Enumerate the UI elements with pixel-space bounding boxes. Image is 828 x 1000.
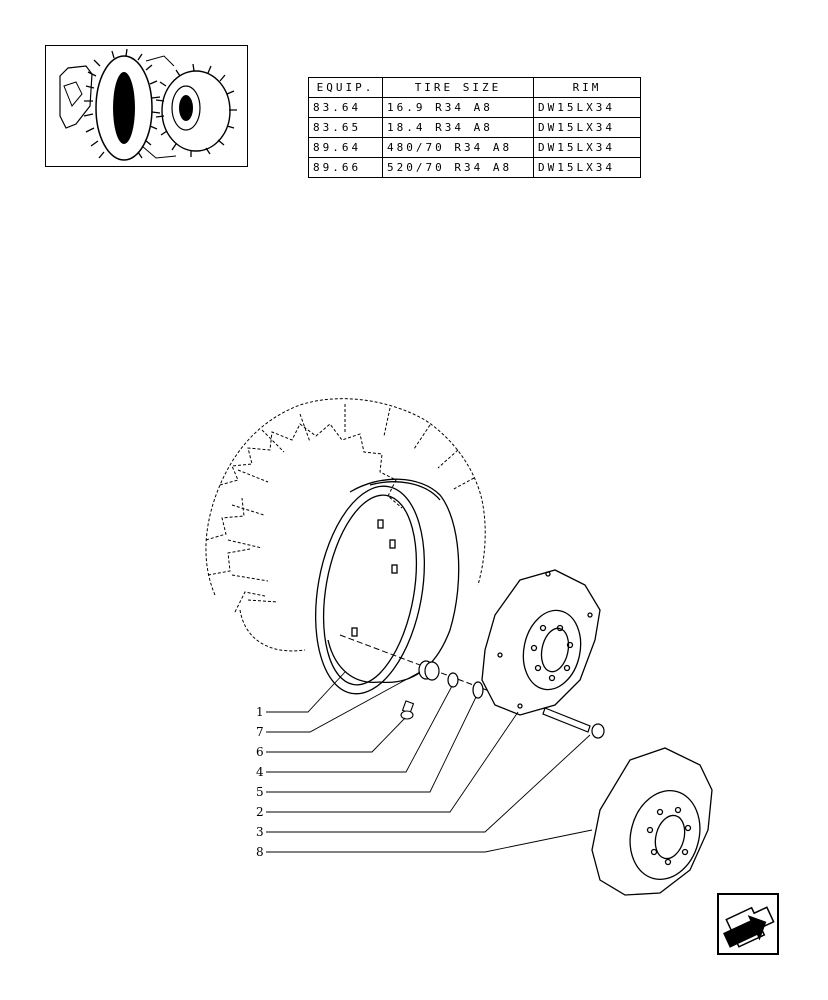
- cell-equip: 89.66: [308, 157, 383, 178]
- cell-tire-size: 18.4 R34 A8: [382, 117, 534, 138]
- cell-tire-size: 480/70 R34 A8: [382, 137, 534, 158]
- callout-2: 2: [256, 805, 264, 819]
- callout-5: 5: [256, 785, 264, 799]
- cell-equip: 83.65: [308, 117, 383, 138]
- valve-stem: [400, 700, 415, 720]
- cell-equip: 83.64: [308, 97, 383, 118]
- callout-4: 4: [256, 765, 264, 779]
- next-page-arrow-icon: [723, 906, 775, 948]
- callout-3: 3: [256, 825, 264, 839]
- table-row: 83.64 16.9 R34 A8 DW15LX34: [308, 97, 641, 118]
- callout-1: 1: [256, 705, 264, 719]
- tractor-rear-wheel-thumbnail: [59, 48, 237, 161]
- next-page-button[interactable]: [717, 893, 779, 955]
- bolt: [542, 707, 605, 739]
- tire-outline: [205, 398, 486, 652]
- table-header-row: EQUIP. TIRE SIZE RIM: [308, 77, 641, 98]
- washer: [447, 672, 459, 688]
- wheel-center-disc: [591, 747, 713, 896]
- wheel-disc: [481, 569, 601, 716]
- lock-washer: [472, 681, 484, 699]
- cell-rim: DW15LX34: [533, 157, 641, 178]
- column-header-tire-size: TIRE SIZE: [382, 77, 534, 98]
- cell-tire-size: 520/70 R34 A8: [382, 157, 534, 178]
- table-row: 89.66 520/70 R34 A8 DW15LX34: [308, 157, 641, 178]
- callout-labels: 1 7 6 4 5 2 3 8: [256, 705, 264, 859]
- table-row: 83.65 18.4 R34 A8 DW15LX34: [308, 117, 641, 138]
- tractor-thumbnail: [45, 45, 248, 167]
- cell-equip: 89.64: [308, 137, 383, 158]
- tire-spec-table: EQUIP. TIRE SIZE RIM 83.64 16.9 R34 A8 D…: [308, 77, 641, 178]
- wheel-exploded-diagram: 1 7 6 4 5 2 3 8: [205, 398, 713, 896]
- callout-6: 6: [256, 745, 264, 759]
- spacer: [418, 660, 440, 681]
- callout-8: 8: [256, 845, 264, 859]
- cell-rim: DW15LX34: [533, 137, 641, 158]
- rim: [314, 478, 460, 695]
- cell-rim: DW15LX34: [533, 97, 641, 118]
- column-header-rim: RIM: [533, 77, 641, 98]
- callout-7: 7: [256, 725, 264, 739]
- leader-lines: [266, 671, 593, 853]
- column-header-equip: EQUIP.: [308, 77, 383, 98]
- cell-rim: DW15LX34: [533, 117, 641, 138]
- cell-tire-size: 16.9 R34 A8: [382, 97, 534, 118]
- table-row: 89.64 480/70 R34 A8 DW15LX34: [308, 137, 641, 158]
